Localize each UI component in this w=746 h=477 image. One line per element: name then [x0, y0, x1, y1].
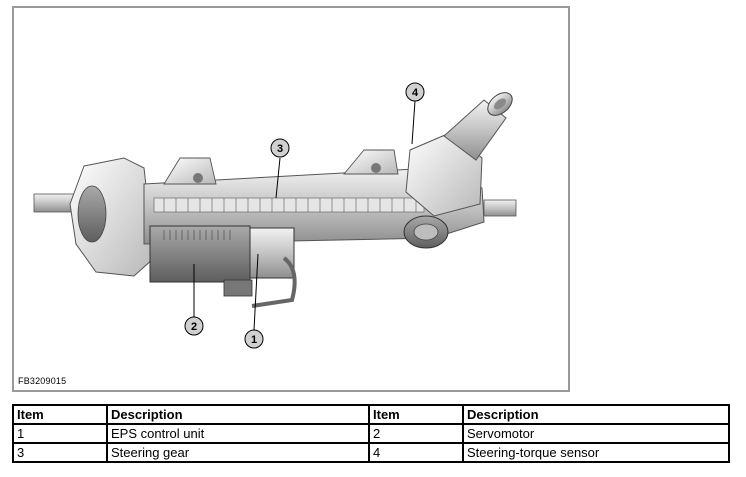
- header-item-1: Item: [12, 404, 108, 425]
- header-item-2: Item: [368, 404, 464, 425]
- table-cell: Steering-torque sensor: [462, 442, 730, 463]
- table-cell: Steering gear: [106, 442, 370, 463]
- table-row: 1 EPS control unit 2 Servomotor: [12, 423, 730, 444]
- callout-2: 2: [184, 316, 204, 336]
- steering-rack-illustration: 3 2 1 4 FB3209015: [12, 6, 570, 392]
- callout-3-label: 3: [277, 143, 283, 155]
- callout-1-label: 1: [251, 334, 257, 346]
- table-cell: EPS control unit: [106, 423, 370, 444]
- table-row: 3 Steering gear 4 Steering-torque sensor: [12, 442, 730, 463]
- figure-code: FB3209015: [18, 376, 67, 386]
- callout-leaders: [193, 100, 416, 331]
- table-cell: 4: [368, 442, 464, 463]
- header-description-1: Description: [106, 404, 370, 425]
- callout-3: 3: [270, 138, 290, 158]
- callout-4-label: 4: [412, 87, 419, 99]
- callout-1: 1: [244, 329, 264, 349]
- table-cell: 1: [12, 423, 108, 444]
- table-cell: 3: [12, 442, 108, 463]
- table-cell: 2: [368, 423, 464, 444]
- parts-table: Item Description Item Description 1 EPS …: [12, 404, 730, 463]
- illustration-drawing: 3 2 1 4: [33, 82, 517, 349]
- callout-4: 4: [405, 82, 425, 102]
- header-description-2: Description: [462, 404, 730, 425]
- callout-2-label: 2: [191, 321, 197, 333]
- table-cell: Servomotor: [462, 423, 730, 444]
- table-header-row: Item Description Item Description: [12, 404, 730, 425]
